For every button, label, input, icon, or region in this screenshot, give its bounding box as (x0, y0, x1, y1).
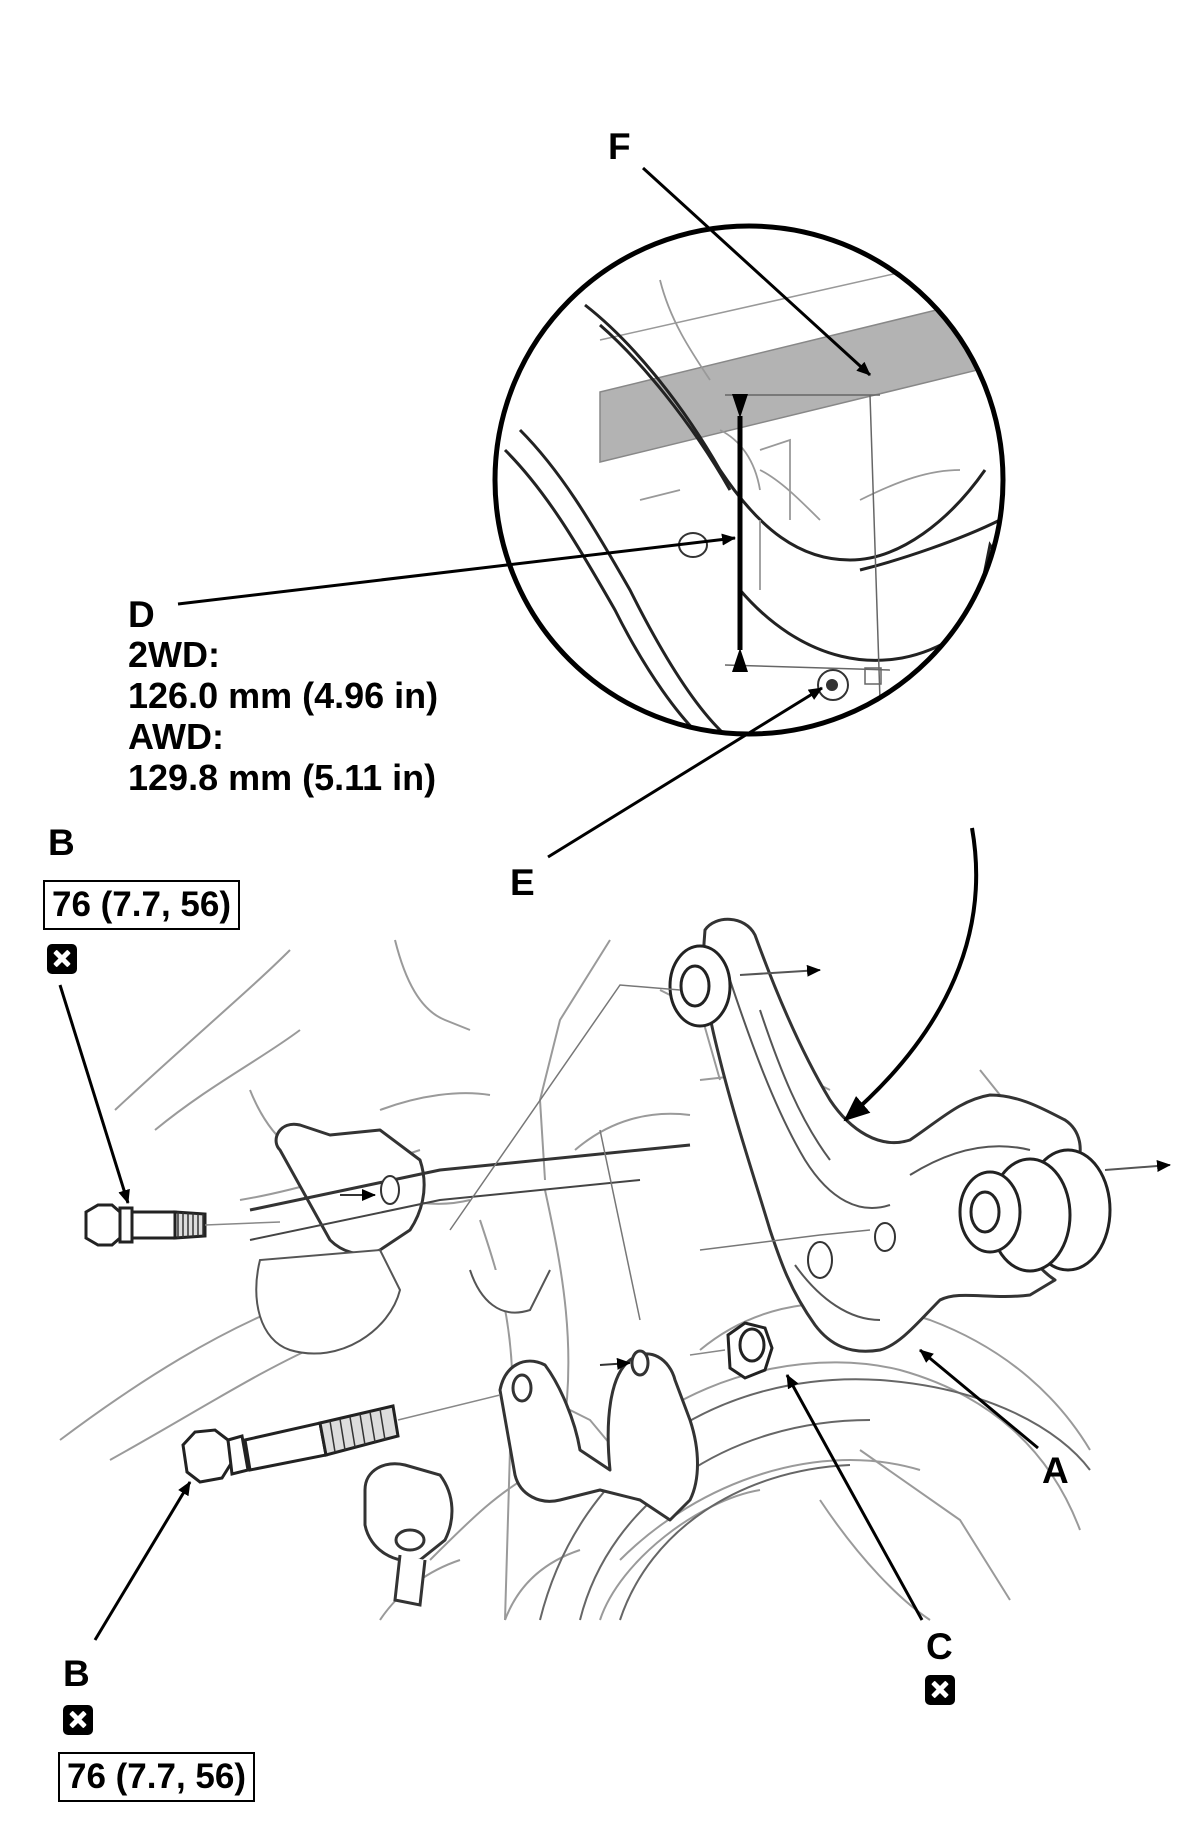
callout-b-lower: B (63, 1653, 90, 1694)
spec-2wd-value: 126.0 mm (4.96 in) (128, 675, 439, 716)
nut-c (689, 1321, 774, 1380)
callout-f: F (608, 126, 631, 167)
replace-part-x-icon (63, 1705, 93, 1735)
torque-spec-lower: 76 (7.7, 56) (58, 1752, 255, 1802)
spec-2wd-label: 2WD: (128, 634, 220, 675)
callout-b-upper: B (48, 822, 75, 863)
upper-arm-a (702, 917, 1082, 1353)
subframe-bracket (249, 1122, 691, 1256)
leader-lines (58, 166, 1039, 1641)
callout-d: D (128, 594, 155, 635)
arm-bushing-top (668, 944, 821, 1028)
replace-part-x-icon (925, 1675, 955, 1705)
ball-joint (363, 1462, 454, 1607)
torque-spec-upper: 76 (7.7, 56) (43, 880, 240, 930)
bolt-b-upper (84, 1203, 281, 1247)
spec-awd-label: AWD: (128, 716, 224, 757)
subframe-bracket-lower (255, 1175, 551, 1355)
knuckle-bracket (498, 1349, 699, 1522)
zoom-pointer-arrow (843, 827, 979, 1122)
replace-part-x-icon (47, 944, 77, 974)
arm-bushing-right (958, 1148, 1171, 1273)
bolt-b-lower (181, 1394, 501, 1484)
axis-lines (449, 984, 871, 1321)
arm-holes (807, 1222, 896, 1279)
callout-a: A (1042, 1450, 1069, 1491)
upper-arm-a-detail (729, 979, 1031, 1321)
callout-c: C (926, 1626, 953, 1667)
spec-awd-value: 129.8 mm (5.11 in) (128, 757, 437, 798)
callout-e: E (510, 862, 535, 903)
